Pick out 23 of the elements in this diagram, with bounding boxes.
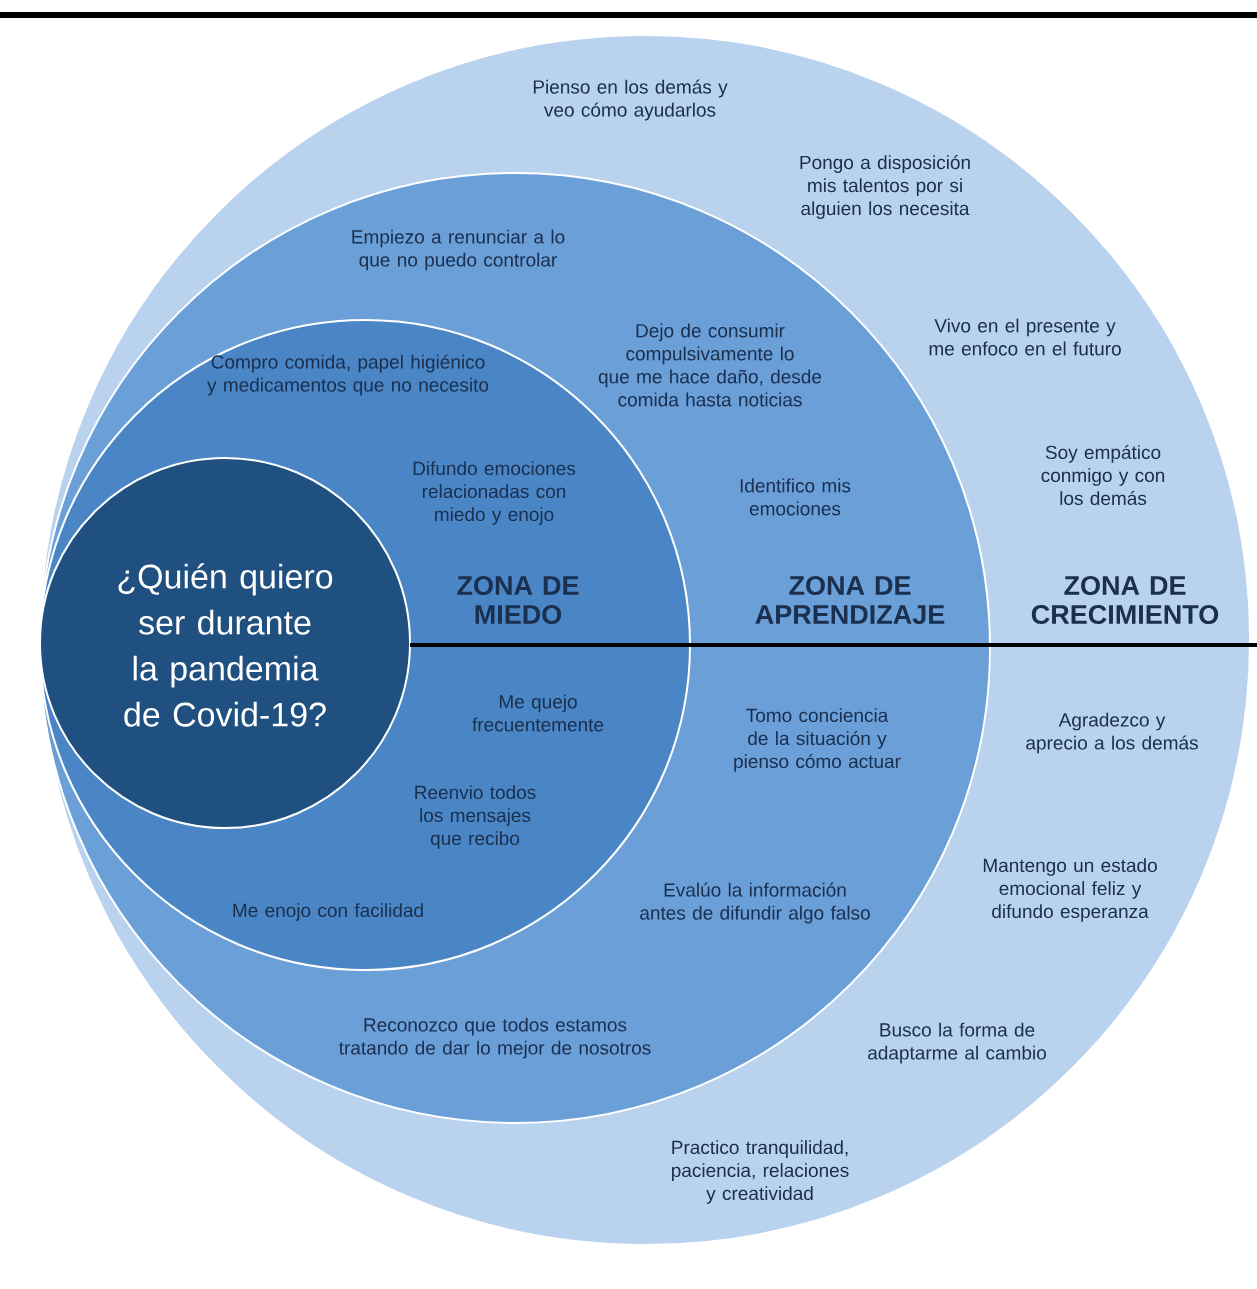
- item-text: Reenvio todos los mensajes que recibo: [415, 785, 536, 849]
- item-text: Compro comida, papel higiénico y medicamentos que no necesito: [207, 354, 489, 396]
- item-text: Evalúo la información antes de difundir algo falso: [640, 882, 870, 924]
- zone-heading: ZONA DE APRENDIZAJE: [755, 575, 945, 625]
- item-text: Soy empático conmigo y con los demás: [1041, 444, 1165, 506]
- zone-heading: ZONA DE CRECIMIENTO: [1031, 575, 1219, 625]
- item-text: Tomo conciencia de la situación y pienso cómo actuar: [734, 708, 901, 772]
- item-text: Practico tranquilidad, paciencia, relaciones y creatividad: [672, 1140, 849, 1204]
- item-text: Pongo a disposición mis talentos por si alguien los necesita: [800, 155, 970, 219]
- item-text: Pienso en los demás y veo cómo ayudarlos: [533, 79, 728, 121]
- zone-heading: ZONA DE MIEDO: [457, 575, 579, 625]
- question-text: ¿Quién quiero ser durante la pandemia de Covid-19?: [118, 563, 333, 727]
- item-text: Me quejo frecuentemente: [472, 694, 604, 732]
- item-text: Busco la forma de adaptarme al cambio: [868, 1022, 1046, 1064]
- item-text: Difundo emociones relacionadas con miedo y enojo: [413, 461, 576, 525]
- item-text: Reconozco que todos estamos tratando de dar lo mejor de nosotros: [339, 1017, 651, 1059]
- item-text: Identifico mis emociones: [740, 478, 851, 516]
- item-text: Agradezco y aprecio a los demás: [1026, 712, 1198, 754]
- item-text: Empiezo a renunciar a lo que no puedo controlar: [352, 229, 565, 271]
- item-text: Vivo en el presente y me enfoco en el futuro: [929, 318, 1121, 356]
- item-text: Mantengo un estado emocional feliz y difundo esperanza: [983, 858, 1157, 922]
- item-text: Me enojo con facilidad: [233, 903, 423, 921]
- item-text: Dejo de consumir compulsivamente lo que me hace daño, desde comida hasta noticias: [598, 323, 822, 407]
